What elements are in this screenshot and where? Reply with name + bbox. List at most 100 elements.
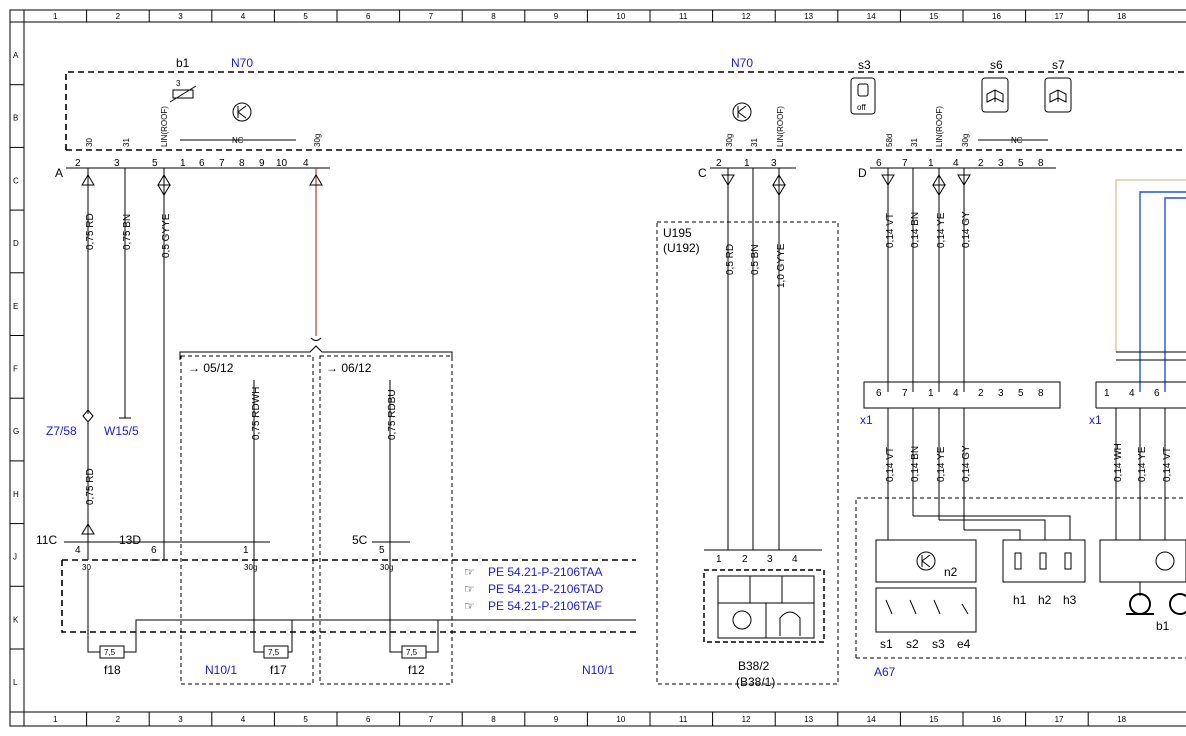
row-letter: E: [13, 302, 18, 311]
a67-box: [855, 497, 1186, 659]
pin-mid: 1: [243, 545, 249, 556]
column-number: 3: [178, 715, 183, 724]
pin-13d: 6: [151, 545, 157, 556]
svg-text:6: 6: [1154, 388, 1160, 399]
svg-text:NC: NC: [232, 136, 244, 145]
column-number: 17: [1055, 12, 1064, 21]
connector-c: C 2 1 3 30g 31 LIN(ROOF): [698, 106, 796, 180]
column-number: 1: [53, 715, 58, 724]
svg-text:1: 1: [1104, 388, 1110, 399]
row-letter: L: [13, 678, 18, 687]
svg-text:1: 1: [716, 554, 722, 565]
column-number: 7: [429, 12, 434, 21]
n2-module: n2 s1 s2 s3 e4: [875, 515, 1071, 651]
switch-off-icon: off: [850, 77, 876, 115]
svg-text:4: 4: [1129, 388, 1135, 399]
column-number: 14: [867, 715, 876, 724]
svg-text:off: off: [857, 103, 867, 112]
pe-reference-list: ☞ PE 54.21-P-2106TAA ☞ PE 54.21-P-2106TA…: [464, 565, 604, 613]
b1-motor: b1: [1099, 539, 1186, 633]
row-letter: H: [13, 490, 19, 499]
column-number: 15: [929, 12, 938, 21]
svg-text:LIN(ROOF): LIN(ROOF): [776, 106, 785, 147]
pin-11c: 4: [75, 545, 81, 556]
column-number: 13: [804, 12, 813, 21]
svg-text:n2: n2: [944, 565, 958, 579]
column-number: 12: [742, 715, 751, 724]
row-letter: C: [13, 176, 19, 185]
column-number: 15: [929, 715, 938, 724]
svg-text:0,75 RDWH: 0,75 RDWH: [251, 387, 262, 440]
svg-text:f18: f18: [104, 663, 121, 677]
d-wires: 0,14 VT 0,14 BN 0,14 YE 0,14 GY: [881, 168, 972, 392]
svg-text:3: 3: [998, 388, 1004, 399]
pe-ref-1: PE 54.21-P-2106TAA: [488, 565, 603, 579]
column-number: 5: [303, 715, 308, 724]
x1-connector-right: 1 4 6: [1095, 381, 1186, 409]
pe-ref-2: PE 54.21-P-2106TAD: [488, 582, 604, 596]
svg-text:f12: f12: [408, 663, 425, 677]
svg-text:30g: 30g: [961, 134, 970, 147]
svg-text:8: 8: [1038, 158, 1044, 169]
column-number: 8: [491, 12, 496, 21]
svg-text:(B38/1): (B38/1): [736, 675, 775, 689]
connector-a: A 2 3 5 1 6 7 8 9 10 4 30 31 LIN(ROOF) 3…: [55, 106, 330, 180]
pe-ref-3: PE 54.21-P-2106TAF: [488, 599, 602, 613]
column-number: 7: [429, 715, 434, 724]
svg-text:7: 7: [902, 158, 908, 169]
wire-c-gyye: 1,0 GYYE: [772, 168, 787, 550]
row-letter: F: [13, 365, 18, 374]
svg-text:2: 2: [716, 158, 722, 169]
s3-label: s3: [858, 58, 871, 72]
svg-text:s2: s2: [906, 637, 919, 651]
transistor-icon: [916, 551, 936, 571]
tan-wire: [1115, 179, 1186, 352]
svg-text:f17: f17: [270, 663, 287, 677]
svg-text:0,5 RD: 0,5 RD: [725, 244, 736, 275]
svg-text:0,75 RDBU: 0,75 RDBU: [387, 389, 398, 440]
wire-c-rd: 0,5 RD: [721, 168, 736, 550]
motor-icon: [1129, 593, 1151, 615]
svg-text:LIN(ROOF): LIN(ROOF): [935, 106, 944, 147]
wire-rdwh: 0,75 RDWH: [251, 380, 262, 640]
svg-text:0,14 VT: 0,14 VT: [885, 447, 896, 482]
svg-text:1,0 GYYE: 1,0 GYYE: [776, 243, 787, 288]
temperature-sensor-icon: 3: [169, 79, 197, 103]
svg-text:2: 2: [978, 388, 984, 399]
svg-text:10: 10: [276, 158, 288, 169]
svg-text:h1: h1: [1013, 593, 1027, 607]
column-number: 12: [742, 12, 751, 21]
fuse-box-bottom: [61, 560, 636, 633]
svg-text:7: 7: [219, 158, 225, 169]
column-number: 6: [366, 715, 371, 724]
column-number: 9: [554, 12, 559, 21]
svg-text:0,14 YE: 0,14 YE: [936, 446, 947, 482]
column-number: 2: [116, 12, 121, 21]
svg-text:4: 4: [792, 554, 798, 565]
b38-2-sensor: 1 2 3 4 B38/2 (B38/1): [703, 549, 825, 689]
label-13d: 13D: [119, 533, 141, 547]
n10-1-label-b: N10/1: [582, 663, 614, 677]
column-ruler: 1122334455667788991010111112121313141415…: [23, 10, 1127, 726]
svg-text:b1: b1: [1156, 619, 1170, 633]
column-number: 11: [679, 12, 688, 21]
label-5c: 5C: [352, 533, 368, 547]
svg-text:0,14 VT: 0,14 VT: [1162, 447, 1173, 482]
svg-text:8: 8: [239, 158, 245, 169]
svg-text:0,14 GY: 0,14 GY: [961, 211, 972, 248]
column-number: 6: [366, 12, 371, 21]
wire-rdbu: 0,75 RDBU: [387, 380, 398, 640]
svg-text:31: 31: [910, 138, 919, 147]
svg-text:0,14 GY: 0,14 GY: [961, 445, 972, 482]
column-number: 10: [616, 12, 625, 21]
svg-text:6: 6: [876, 388, 882, 399]
svg-text:3: 3: [998, 158, 1004, 169]
column-number: 11: [679, 715, 688, 724]
svg-text:7: 7: [902, 388, 908, 399]
connector-d: D 6 7 1 4 2 3 5 8 58d 31 LIN(ROOF) 30g: [858, 106, 1056, 180]
svg-text:2: 2: [742, 554, 748, 565]
svg-text:0,14 BN: 0,14 BN: [910, 446, 921, 482]
svg-text:0,14 YE: 0,14 YE: [1137, 446, 1148, 482]
